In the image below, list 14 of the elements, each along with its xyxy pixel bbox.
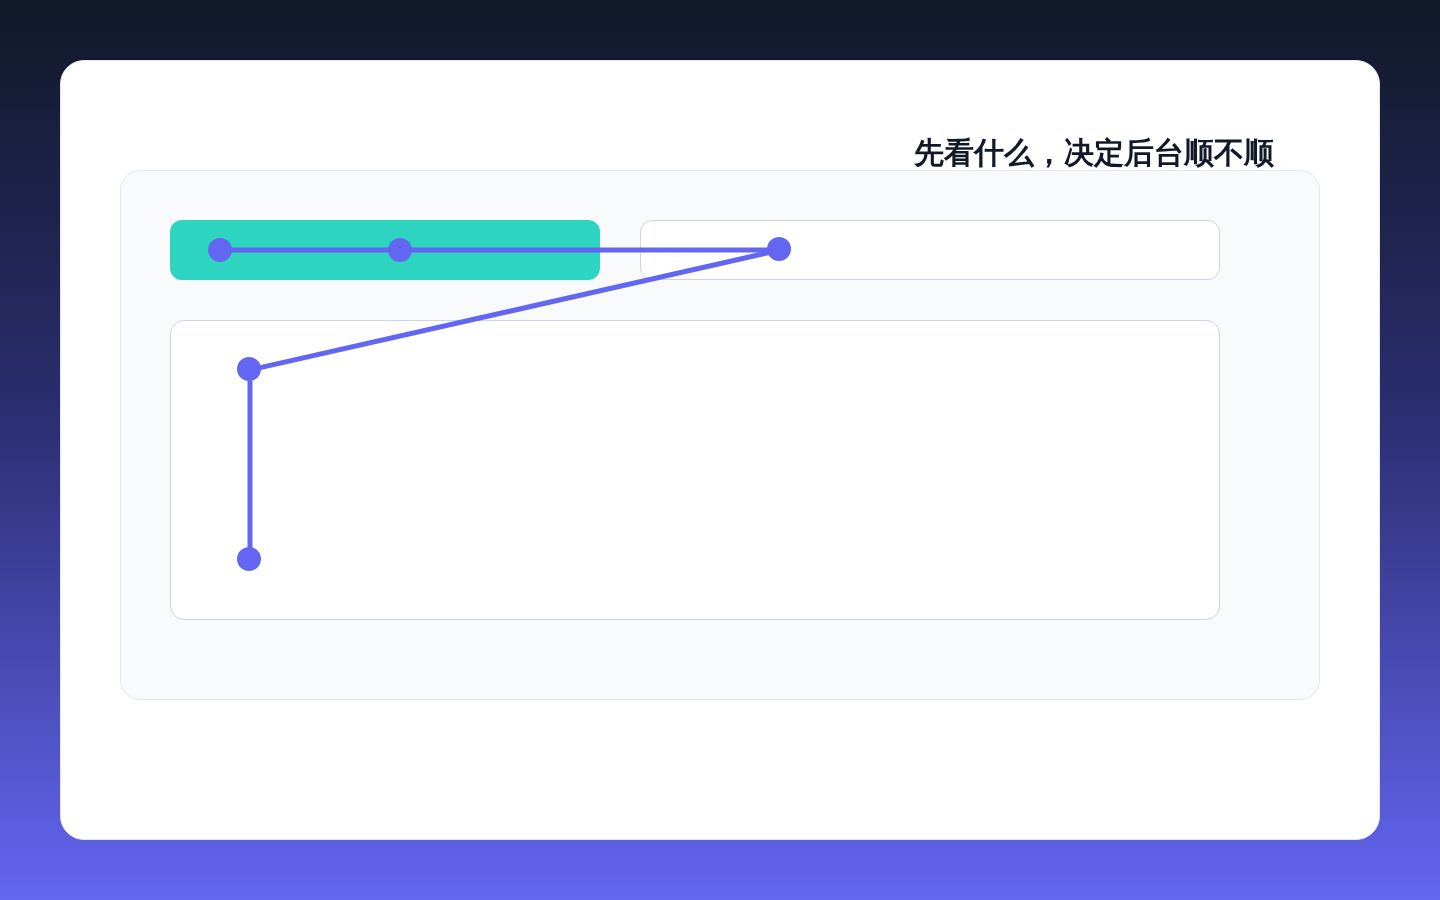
path-point-icon [207, 237, 232, 262]
path-point-icon [237, 357, 261, 381]
highlight-bar [169, 219, 600, 280]
content-panel [120, 170, 1320, 700]
connector-line [247, 380, 253, 550]
title: 先看什么，决定后台顺不顺 [914, 135, 1274, 171]
path-point-icon [767, 237, 791, 261]
path-point-icon [387, 237, 412, 262]
placeholder-box [639, 219, 1220, 280]
path-point-icon [237, 547, 261, 571]
connector-line [230, 247, 390, 253]
connector-line [259, 249, 771, 371]
connector-line [410, 247, 770, 253]
content-box [169, 319, 1220, 620]
